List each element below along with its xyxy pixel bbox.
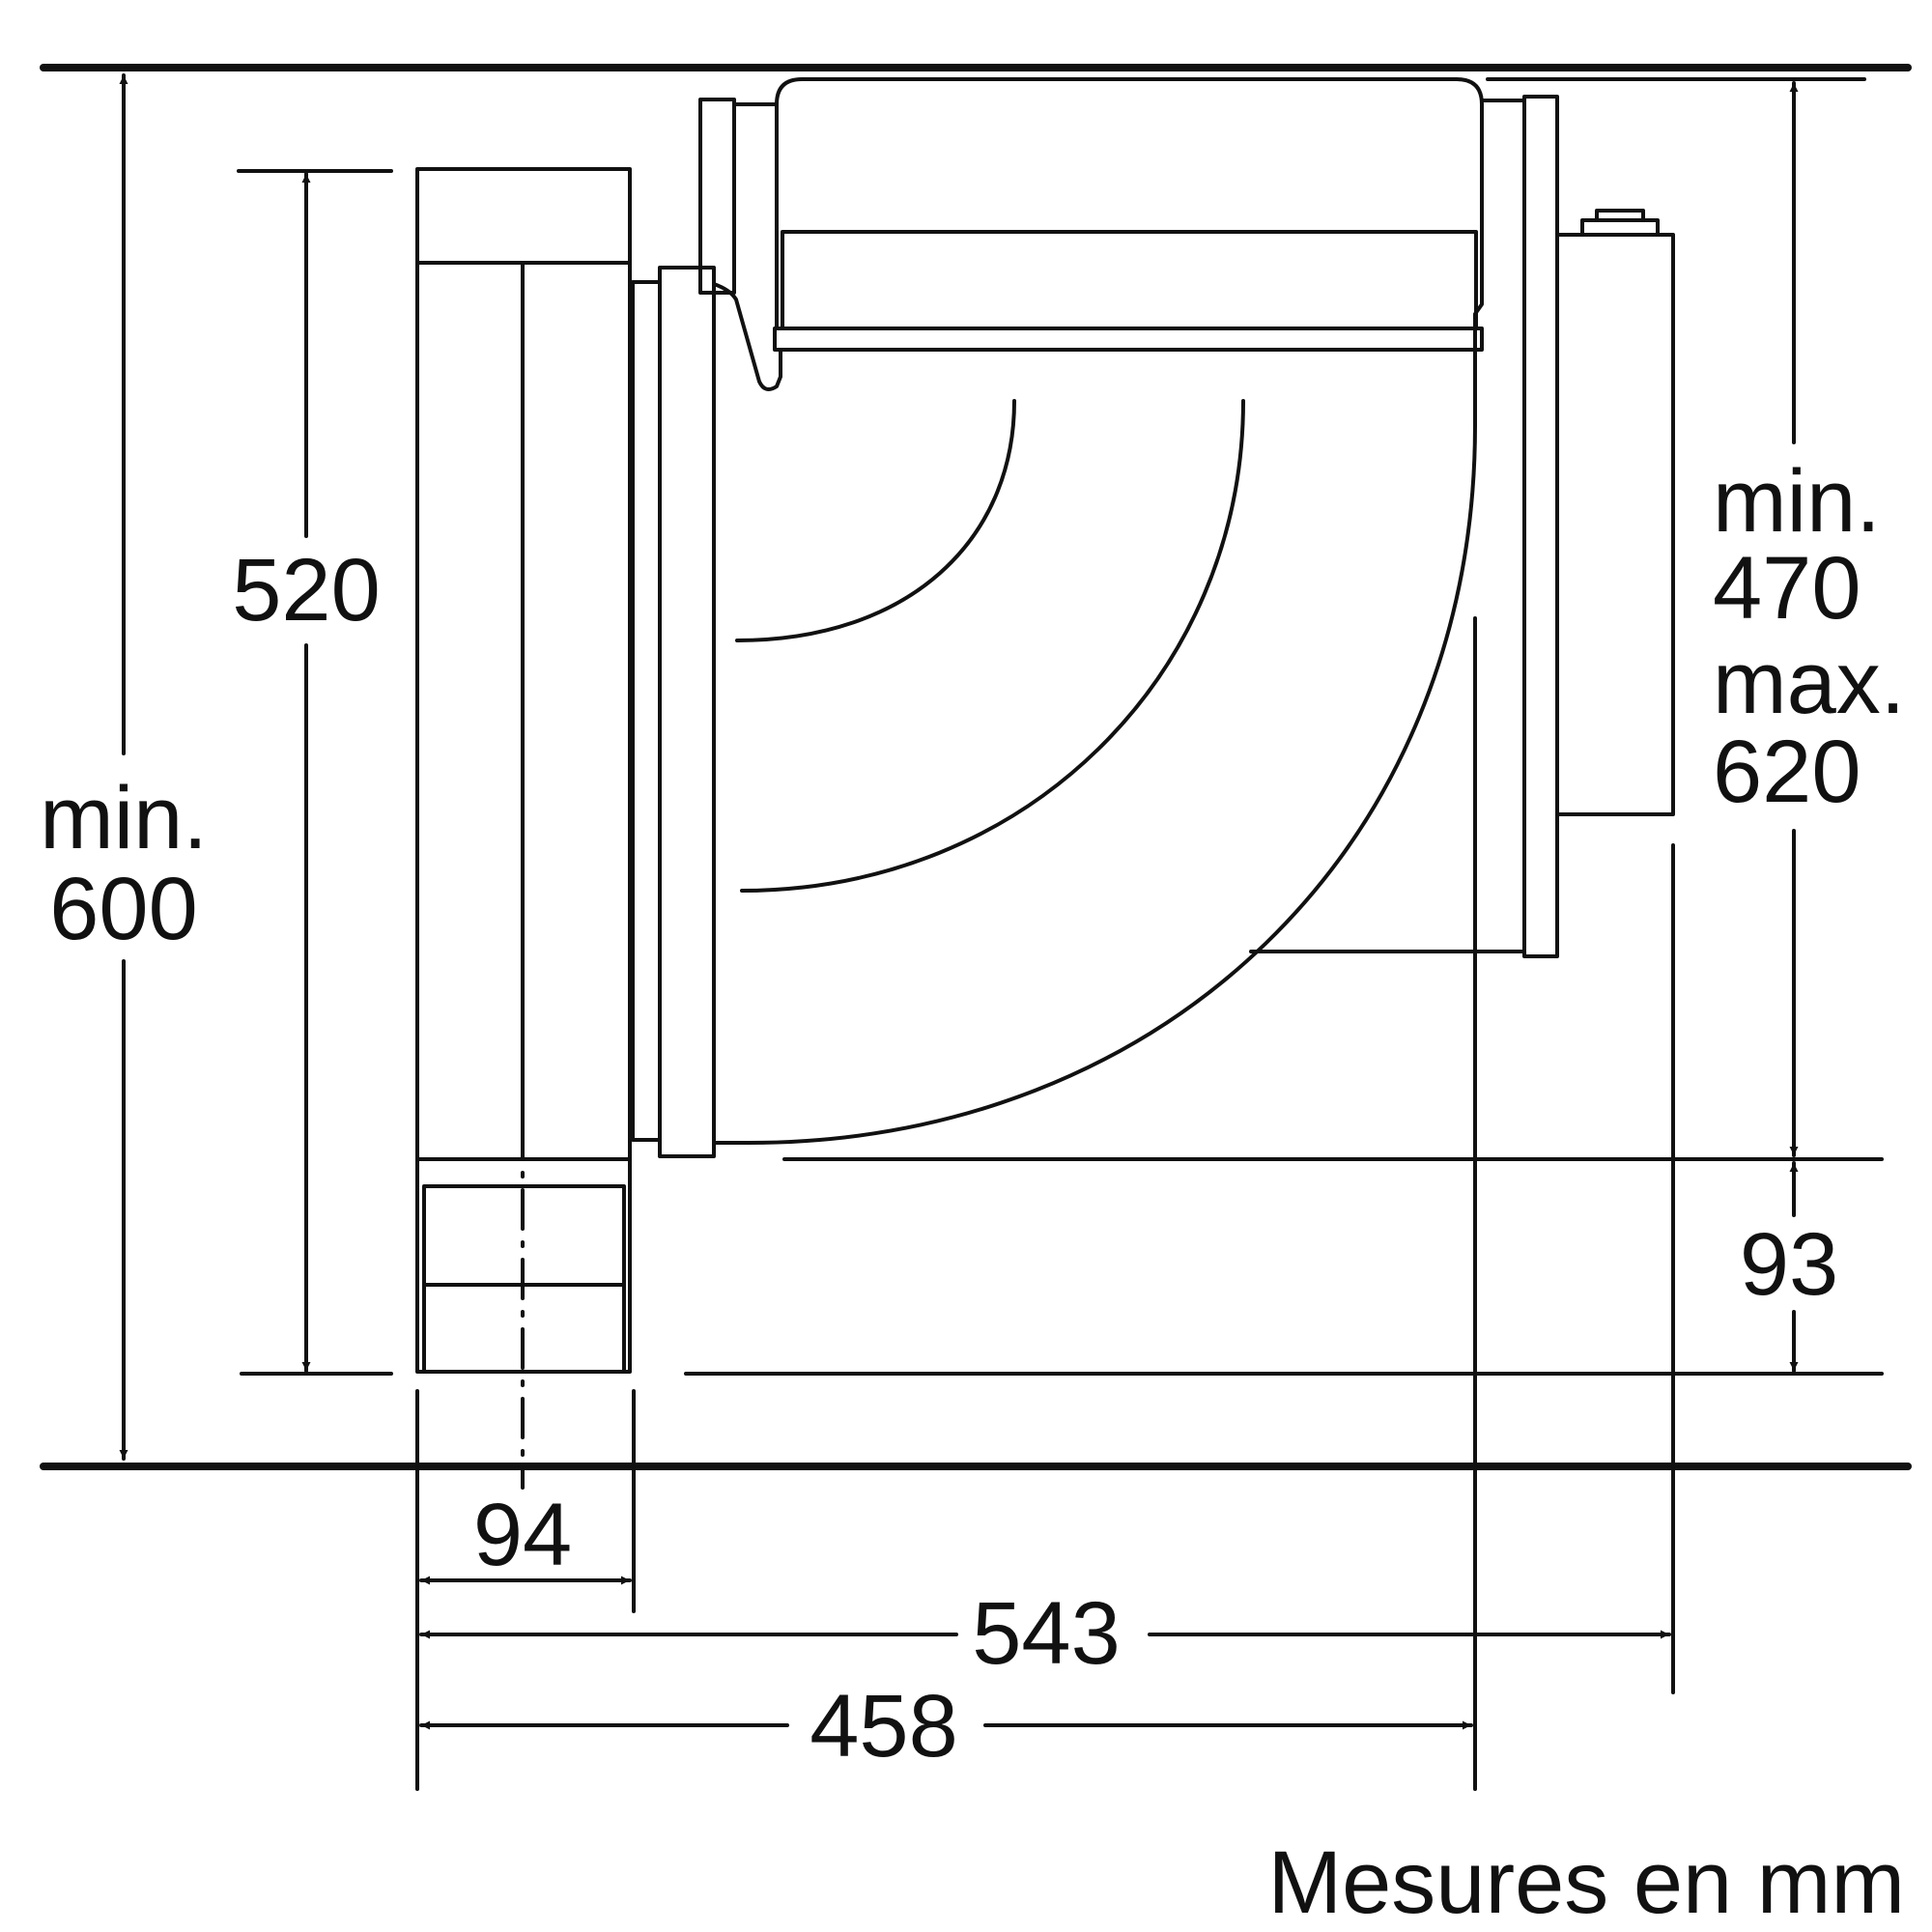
side-strip-frame: [658, 266, 716, 1158]
blower-box: [1555, 233, 1675, 816]
hood-body: [698, 77, 1526, 1145]
dim-458-label: 458: [810, 1677, 958, 1776]
dimension-lines: [119, 73, 1799, 1730]
side-strip-left: [631, 280, 662, 1142]
rear-post-left: [698, 98, 736, 295]
rear-post-right: [1522, 95, 1559, 958]
dim-520-label: 520: [232, 541, 381, 639]
dim-470-label-line2: 470: [1713, 539, 1861, 638]
duct-outer-curve: [747, 423, 1477, 1145]
dim-600-label-line1: min.: [40, 769, 208, 867]
dim-470-label-line4: 620: [1713, 723, 1861, 821]
duct-inner-curve-large: [740, 399, 1245, 893]
hood-rail: [773, 327, 1484, 352]
dim-600-label-line2: 600: [49, 860, 198, 958]
rear-assembly: [1480, 77, 1866, 958]
dim-470-label-line3: max.: [1713, 634, 1905, 732]
reference-surfaces: [40, 64, 1912, 1470]
blower-cap: [1580, 218, 1660, 237]
hood-latch: [712, 282, 782, 392]
front-panel: [415, 167, 632, 1490]
dimension-labels: min. 600 520 min. 470 max. 620 93 94 543…: [40, 452, 1905, 1932]
plinth-box: [422, 1184, 626, 1374]
extension-lines: [237, 169, 1884, 1791]
duct-inner-curve-small: [735, 399, 1016, 642]
dim-93-label: 93: [1740, 1215, 1838, 1314]
dim-543-label: 543: [972, 1584, 1121, 1683]
units-caption: Mesures en mm: [1268, 1833, 1906, 1932]
side-strips: [631, 266, 751, 1158]
dim-94-label: 94: [473, 1486, 572, 1584]
blower-cap-top: [1595, 209, 1645, 222]
dim-470-label-line1: min.: [1713, 452, 1881, 551]
hood-housing-band: [781, 230, 1478, 330]
hood-top-housing: [775, 77, 1484, 427]
